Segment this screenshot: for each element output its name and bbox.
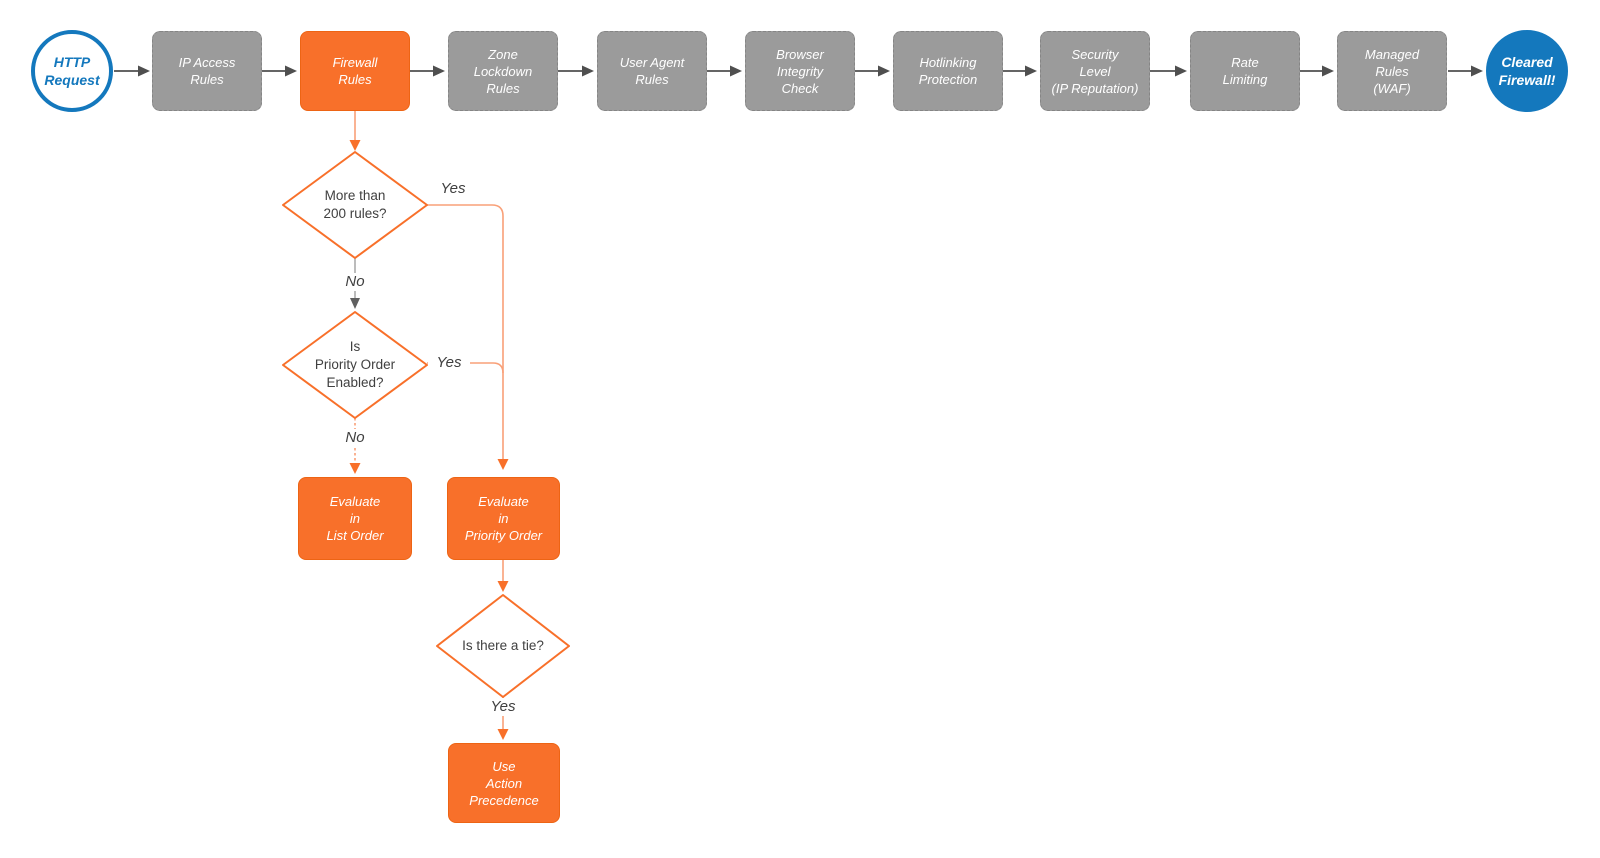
edge-d1-yes-arrowhead (497, 459, 509, 470)
edge-label-d1-no: No (341, 273, 369, 291)
decision-more-than-200-rules-label: More than 200 rules? (323, 188, 387, 221)
action-use-action-precedence: Use Action Precedence (448, 743, 560, 823)
edge-label-d2-no: No (341, 429, 369, 447)
step-user-agent-rules: User Agent Rules (597, 31, 707, 111)
step-security-level-ip-reputation: Security Level (IP Reputation) (1040, 31, 1150, 111)
decision-is-there-a-tie-label: Is there a tie? (462, 638, 544, 653)
step-zone-lockdown-rules: Zone Lockdown Rules (448, 31, 558, 111)
decision-is-there-a-tie (436, 594, 570, 698)
end-node-cleared-firewall: Cleared Firewall! (1486, 30, 1568, 112)
step-hotlinking-protection: Hotlinking Protection (893, 31, 1003, 111)
step-rate-limiting: Rate Limiting (1190, 31, 1300, 111)
edge-d2-no-arrowhead (349, 463, 361, 474)
start-node-http-request: HTTP Request (31, 30, 113, 112)
edge-d1-no-arrowhead (350, 298, 360, 309)
step-managed-rules-waf: Managed Rules (WAF) (1337, 31, 1447, 111)
edge-label-d2-yes: Yes (428, 354, 470, 372)
edge-d3-yes-arrowhead (497, 729, 509, 740)
step-firewall-rules: Firewall Rules (300, 31, 410, 111)
edge-firewall-to-d1-arrowhead (349, 140, 361, 151)
action-evaluate-in-list-order: Evaluate in List Order (298, 477, 412, 560)
edge-d1-yes-to-priority (427, 204, 504, 459)
edge-label-d1-yes: Yes (440, 180, 466, 197)
decision-priority-order-enabled (282, 311, 428, 419)
edge-priority-to-d3-arrowhead (497, 581, 509, 592)
step-browser-integrity-check: Browser Integrity Check (745, 31, 855, 111)
action-evaluate-in-priority-order: Evaluate in Priority Order (447, 477, 560, 560)
decision-more-than-200-rules (282, 151, 428, 259)
pipeline-arrowheads (138, 65, 1483, 77)
edge-d2-yes-to-priority (427, 362, 504, 374)
edge-label-d3-yes: Yes (482, 698, 524, 716)
step-ip-access-rules: IP Access Rules (152, 31, 262, 111)
decision-priority-order-enabled-label: Is Priority Order Enabled? (314, 339, 396, 390)
